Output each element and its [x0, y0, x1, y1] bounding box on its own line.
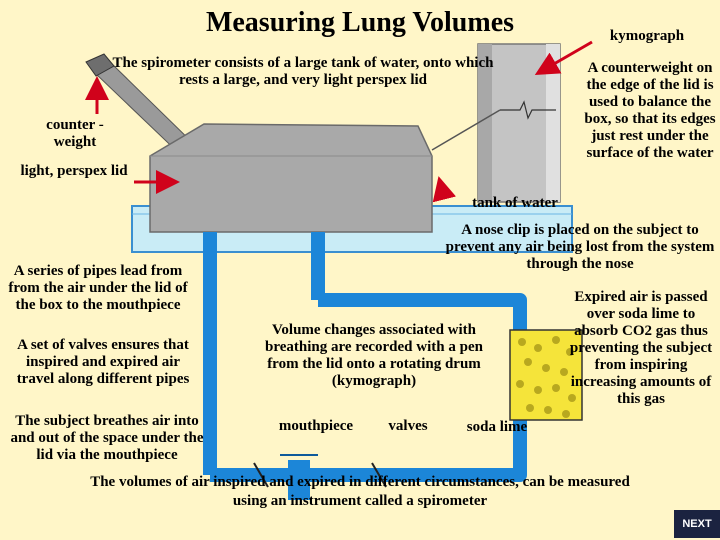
next-button[interactable]: NEXT — [674, 510, 720, 538]
soda-lime-label: soda lime — [466, 419, 528, 435]
volume-changes-description: Volume changes associated with breathing… — [265, 322, 483, 389]
nose-clip-description: A nose clip is placed on the subject to … — [445, 222, 715, 272]
footer-summary: The volumes of air inspired and expired … — [90, 474, 630, 509]
kymograph-label: kymograph — [609, 28, 685, 44]
kymograph-arrow — [534, 40, 593, 75]
counterweight-description: A counterweight on the edge of the lid i… — [584, 60, 716, 161]
valves-description: A set of valves ensures that inspired an… — [16, 337, 190, 387]
mouthpiece-label: mouthpiece — [278, 418, 354, 434]
tank-of-water-label: tank of water — [472, 195, 558, 211]
counterweight-label: counter -weight — [46, 117, 104, 150]
annotation-arrows — [85, 40, 593, 203]
breathing-description: The subject breathes air into and out of… — [10, 413, 204, 463]
soda-lime-canister — [509, 329, 583, 421]
spirometer-description: The spirometer consists of a large tank … — [112, 55, 494, 88]
mouthpiece — [280, 454, 318, 500]
perspex-lid — [149, 123, 433, 233]
tank-arrow — [432, 176, 457, 203]
pipes-description: A series of pipes lead from from the air… — [8, 263, 188, 313]
valves-label: valves — [388, 418, 428, 434]
valves — [253, 462, 387, 488]
page-title: Measuring Lung Volumes — [205, 7, 515, 38]
expired-air-description: Expired air is passed over soda lime to … — [569, 289, 713, 407]
lid-label: light, perspex lid — [20, 163, 128, 179]
